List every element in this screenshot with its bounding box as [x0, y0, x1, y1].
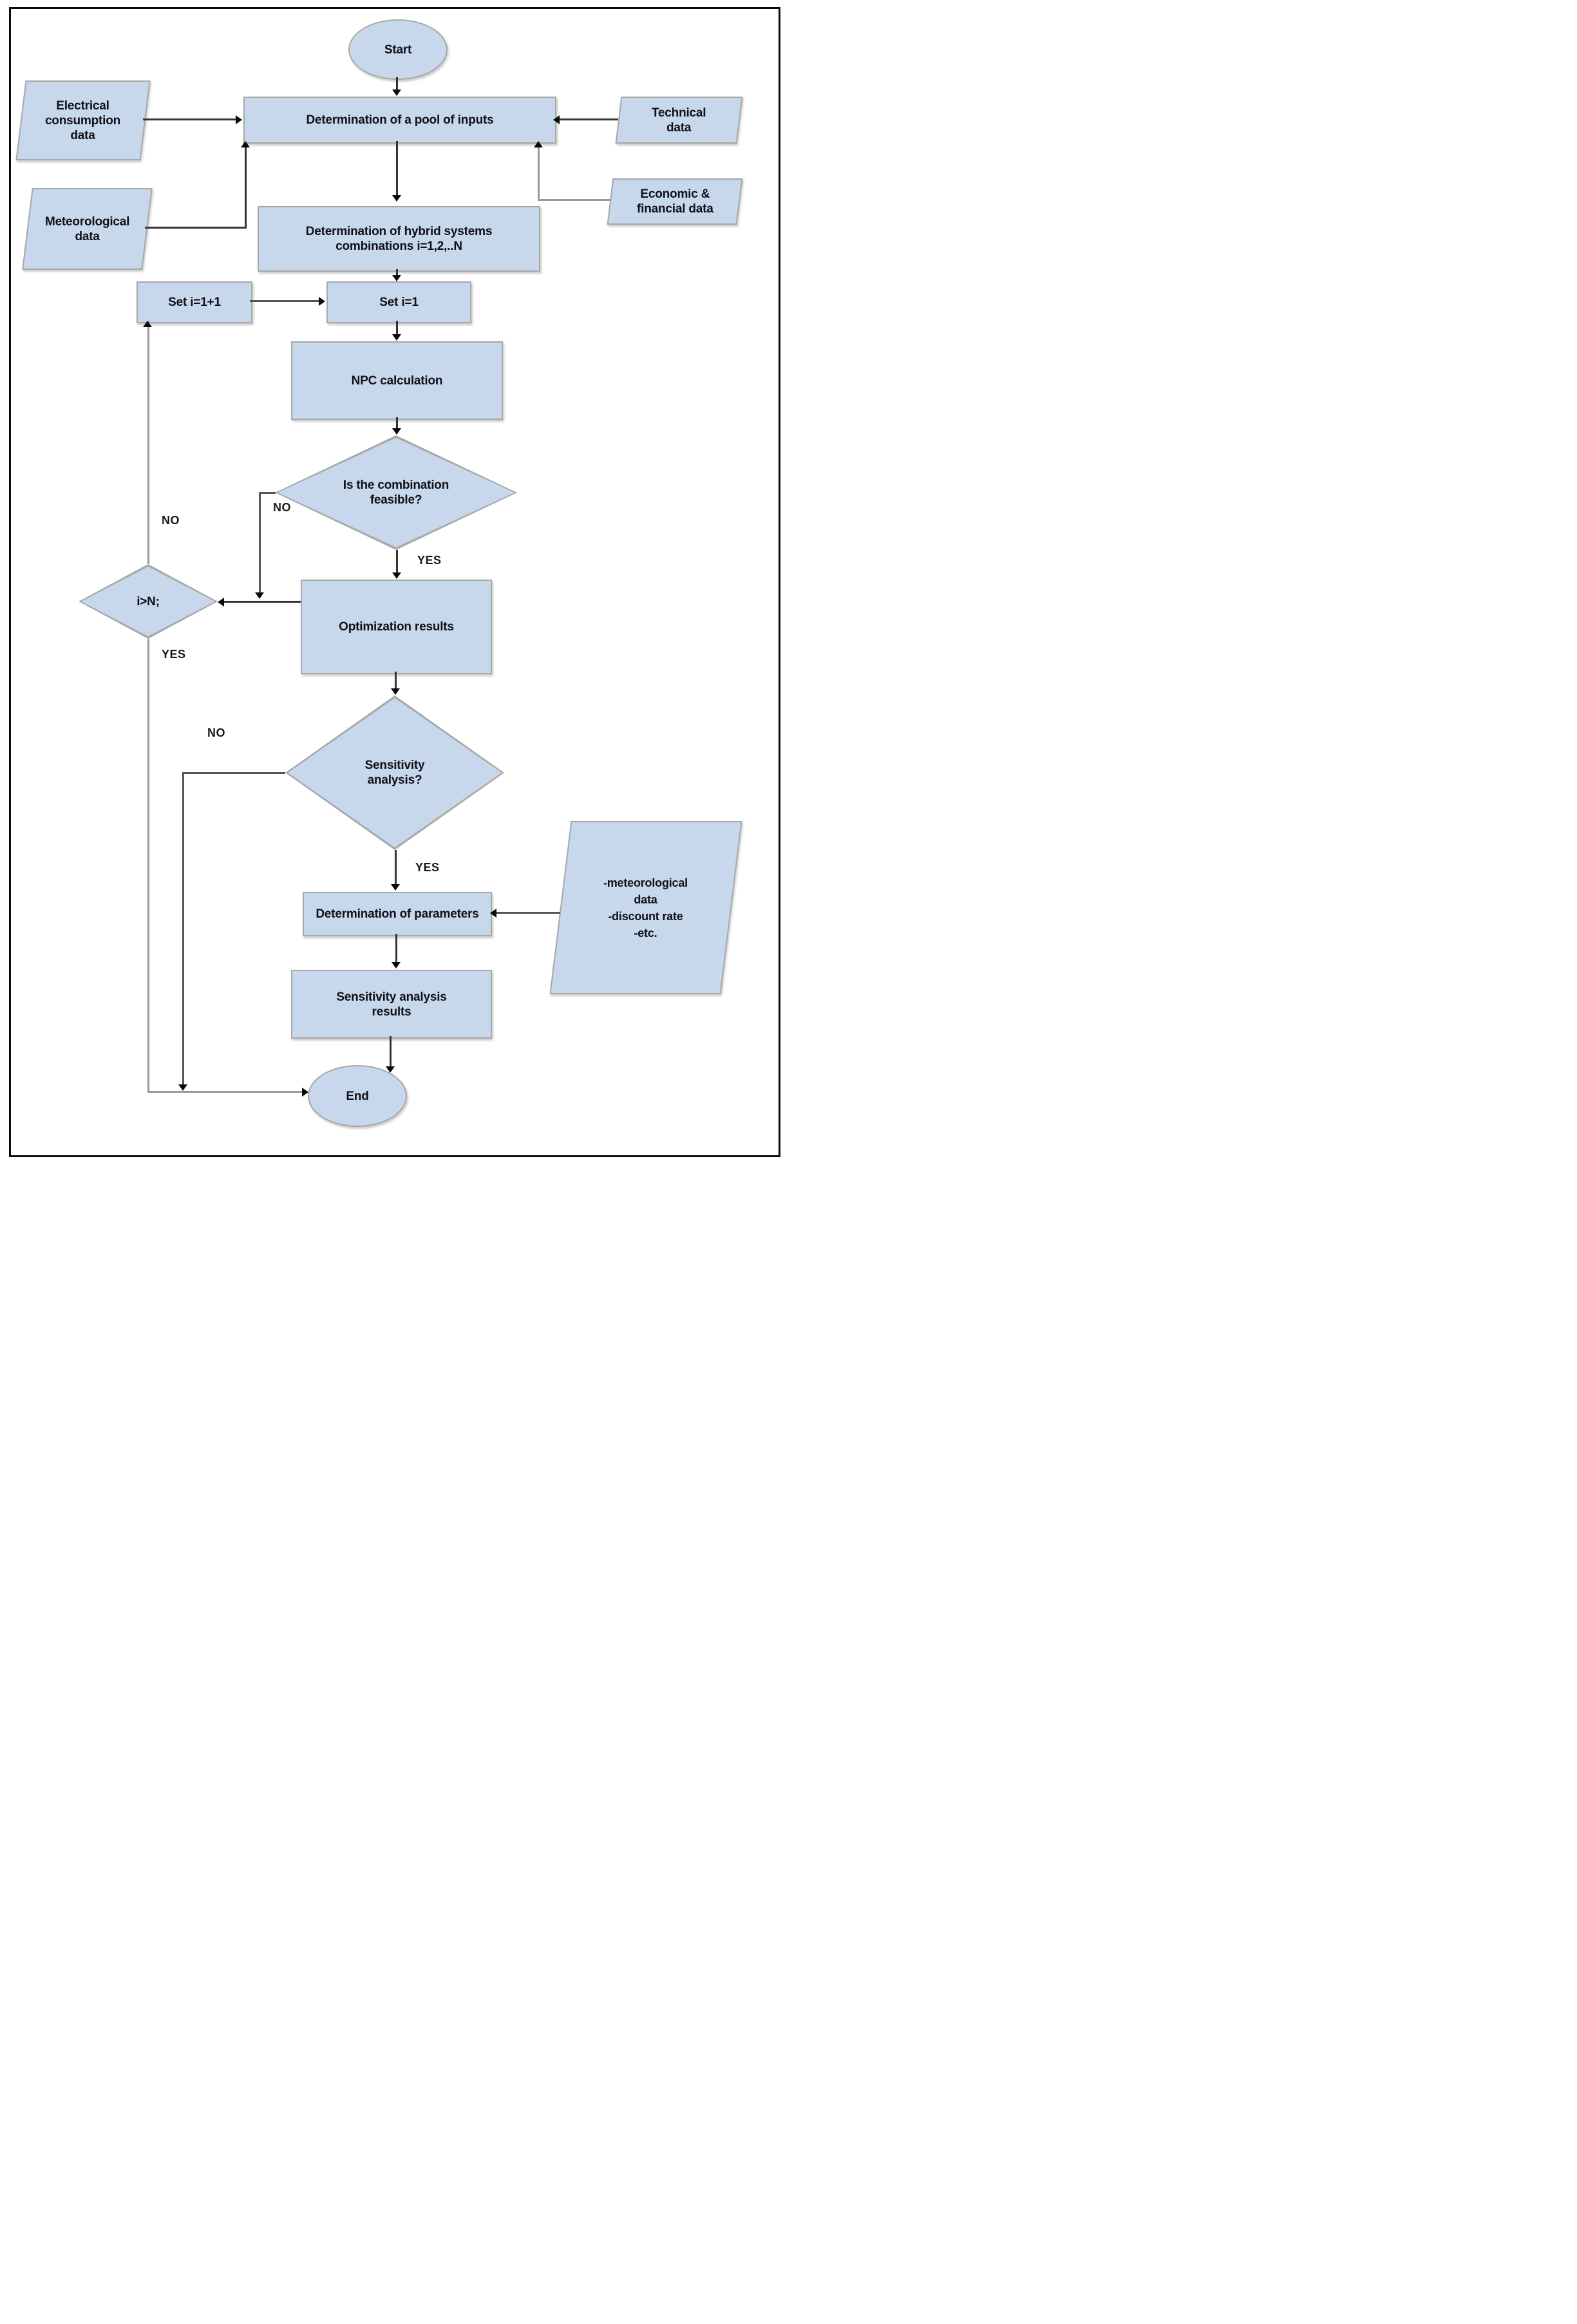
arrowhead-up-icon	[241, 141, 250, 147]
arrowhead-down-icon	[255, 592, 264, 599]
set-increment-label: Set i=1+1	[168, 296, 221, 309]
arrowhead-down-icon	[386, 1066, 395, 1073]
data-technical: Technical data	[615, 97, 743, 144]
label-sensitivity-no: NO	[207, 726, 225, 739]
arrowhead-down-icon	[392, 428, 401, 435]
edge-sensitivity-no-horizontal	[182, 772, 285, 774]
arrowhead-up-icon	[534, 141, 543, 147]
technical-label: Technical data	[652, 106, 706, 135]
start-label: Start	[384, 43, 412, 57]
edge-meteorological-to-pool	[145, 227, 246, 229]
terminator-start: Start	[348, 19, 448, 80]
data-electrical-consumption: Electrical consumption data	[15, 80, 151, 160]
edge-electrical-to-pool	[143, 118, 236, 120]
edge-optimization-to-sensitivity	[395, 672, 397, 690]
feasible-label: Is the combination feasible?	[343, 478, 449, 507]
arrowhead-down-icon	[392, 195, 401, 202]
edge-setincrement-to-set1	[250, 300, 319, 302]
edge-feasible-yes-to-optimization	[396, 550, 398, 574]
edge-start-to-pool	[396, 77, 398, 91]
edge-paramsinput-to-parameters	[496, 912, 560, 914]
arrowhead-right-icon	[302, 1088, 308, 1097]
npc-label: NPC calculation	[351, 373, 443, 388]
electrical-label: Electrical consumption data	[45, 99, 121, 142]
arrowhead-down-icon	[392, 275, 401, 281]
process-pool-of-inputs: Determination of a pool of inputs	[243, 97, 556, 144]
edge-ign-yes-vertical	[147, 639, 149, 1091]
process-set-i-increment: Set i=1+1	[137, 281, 252, 323]
label-feasible-yes: YES	[417, 554, 442, 567]
edge-pool-to-hybrid	[396, 141, 398, 196]
arrowhead-up-icon	[143, 321, 152, 327]
process-npc-calculation: NPC calculation	[291, 341, 503, 420]
data-sensitivity-parameters: -meteorological data -discount rate -etc…	[549, 821, 742, 994]
sa-results-label: Sensitivity analysis results	[336, 990, 447, 1019]
edge-parameters-to-saresults	[395, 934, 397, 963]
process-set-i-1: Set i=1	[326, 281, 471, 323]
pool-label: Determination of a pool of inputs	[306, 113, 494, 127]
edge-technical-to-pool	[560, 118, 618, 120]
edge-set1-to-npc	[396, 321, 398, 335]
process-determination-parameters: Determination of parameters	[303, 892, 492, 936]
arrowhead-down-icon	[392, 90, 401, 96]
edge-feasible-no-vertical	[259, 492, 261, 594]
edge-sensitivity-yes-to-parameters	[395, 850, 397, 885]
arrowhead-left-icon	[490, 909, 496, 918]
params-input-label: -meteorological data -discount rate -etc…	[603, 876, 688, 940]
edge-bottom-to-end	[147, 1091, 302, 1093]
sensitivity-label: Sensitivity analysis?	[364, 759, 425, 787]
edge-meteorological-to-pool-vertical	[245, 146, 247, 229]
flowchart-canvas: Start Determination of a pool of inputs …	[0, 0, 788, 1162]
optimization-label: Optimization results	[339, 620, 454, 634]
end-label: End	[346, 1089, 369, 1103]
page-border	[9, 7, 780, 1157]
arrowhead-down-icon	[392, 962, 401, 968]
arrowhead-down-icon	[391, 688, 400, 695]
edge-ign-no-to-setincrement	[147, 321, 149, 564]
edge-economic-to-pool-vertical	[538, 146, 540, 201]
arrowhead-down-icon	[391, 884, 400, 891]
edge-feasible-no-horizontal	[259, 492, 276, 494]
arrowhead-right-icon	[319, 297, 325, 306]
data-meteorological: Meteorological data	[22, 188, 153, 270]
edge-npc-to-feasible	[396, 417, 398, 430]
edge-optimization-to-ign	[223, 601, 301, 603]
decision-sensitivity-analysis: Sensitivity analysis?	[285, 695, 504, 850]
arrowhead-down-icon	[392, 572, 401, 579]
edge-sensitivity-no-vertical	[182, 772, 184, 1086]
arrowhead-left-icon	[553, 115, 560, 124]
set-one-label: Set i=1	[379, 296, 419, 309]
meteorological-label: Meteorological data	[44, 214, 130, 243]
process-optimization-results: Optimization results	[301, 580, 492, 674]
decision-combination-feasible: Is the combination feasible?	[275, 435, 517, 550]
arrowhead-right-icon	[236, 115, 242, 124]
process-hybrid-combinations: Determination of hybrid systems combinat…	[258, 206, 540, 272]
data-economic-financial: Economic & financial data	[607, 178, 743, 225]
economic-label: Economic & financial data	[636, 187, 713, 216]
edge-hybrid-to-set1	[396, 269, 398, 276]
parameters-label: Determination of parameters	[316, 907, 479, 921]
i-gt-n-label: i>N;	[137, 594, 160, 609]
arrowhead-down-icon	[178, 1084, 187, 1091]
arrowhead-down-icon	[392, 334, 401, 341]
edge-saresults-to-end	[390, 1036, 392, 1068]
arrowhead-left-icon	[218, 598, 224, 607]
decision-i-greater-n: i>N;	[79, 564, 218, 639]
label-ign-yes: YES	[162, 648, 186, 661]
label-ign-no: NO	[162, 514, 180, 527]
hybrid-label: Determination of hybrid systems combinat…	[305, 225, 493, 253]
edge-economic-to-pool	[538, 199, 611, 201]
label-feasible-no: NO	[273, 501, 291, 514]
label-sensitivity-yes: YES	[415, 861, 440, 874]
process-sensitivity-results: Sensitivity analysis results	[291, 970, 492, 1039]
terminator-end: End	[308, 1065, 407, 1127]
